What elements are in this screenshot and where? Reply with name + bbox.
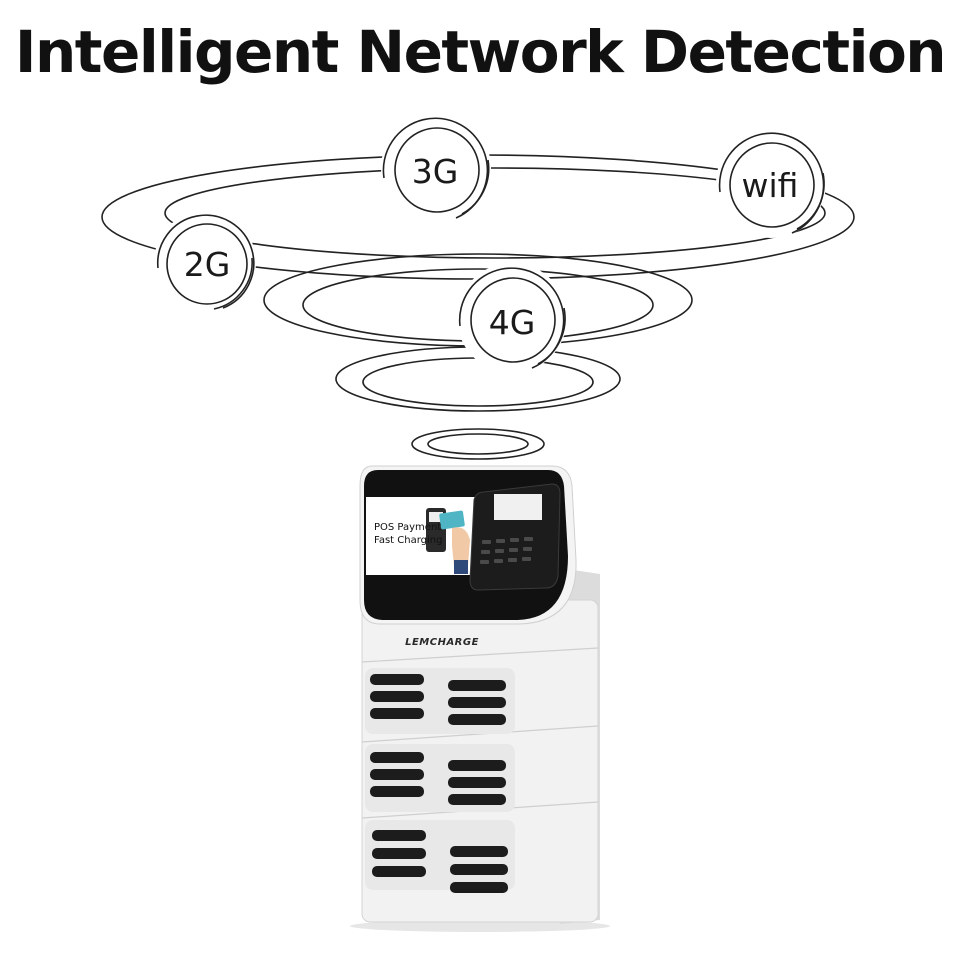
network-label-2g: 2G [184, 245, 231, 284]
power-bank-slot [450, 882, 508, 893]
orbit-ring-top-device [411, 428, 545, 460]
power-bank-slots [370, 674, 508, 893]
power-bank-slot [372, 866, 426, 877]
screen-text-fast-charging: Fast Charging [374, 535, 442, 546]
page-title: Intelligent Network Detection [14, 18, 947, 86]
network-badge-wifi [716, 128, 826, 238]
charging-kiosk: POS Payment Fast Charging LEMCHARGE [350, 465, 610, 932]
orbit-ring-outer-inner [164, 167, 826, 259]
network-badge-4g [457, 263, 567, 373]
power-bank-slot [448, 760, 506, 771]
network-label-wifi: wifi [742, 166, 799, 205]
orbit-ring-top-device-inner [427, 433, 529, 455]
screen-text-pos-payment: POS Payment [374, 522, 441, 533]
network-badge-3g [381, 113, 491, 223]
brand-logo: LEMCHARGE [405, 637, 479, 648]
power-bank-slot [370, 708, 424, 719]
power-bank-slot [370, 752, 424, 763]
orbit-ring-lower-inner [362, 357, 594, 407]
power-bank-slot [372, 848, 426, 859]
power-bank-slot [370, 769, 424, 780]
power-bank-slot [448, 697, 506, 708]
network-label-3g: 3G [412, 152, 459, 191]
power-bank-slot [370, 674, 424, 685]
power-bank-slot [448, 714, 506, 725]
power-bank-slot [372, 830, 426, 841]
power-bank-slot [370, 691, 424, 702]
power-bank-slot [448, 680, 506, 691]
power-bank-slot [450, 846, 508, 857]
network-label-4g: 4G [489, 303, 536, 342]
network-badge-2g [154, 211, 256, 313]
power-bank-slot [450, 864, 508, 875]
power-bank-slot [370, 786, 424, 797]
power-bank-slot [448, 777, 506, 788]
power-bank-slot [448, 794, 506, 805]
